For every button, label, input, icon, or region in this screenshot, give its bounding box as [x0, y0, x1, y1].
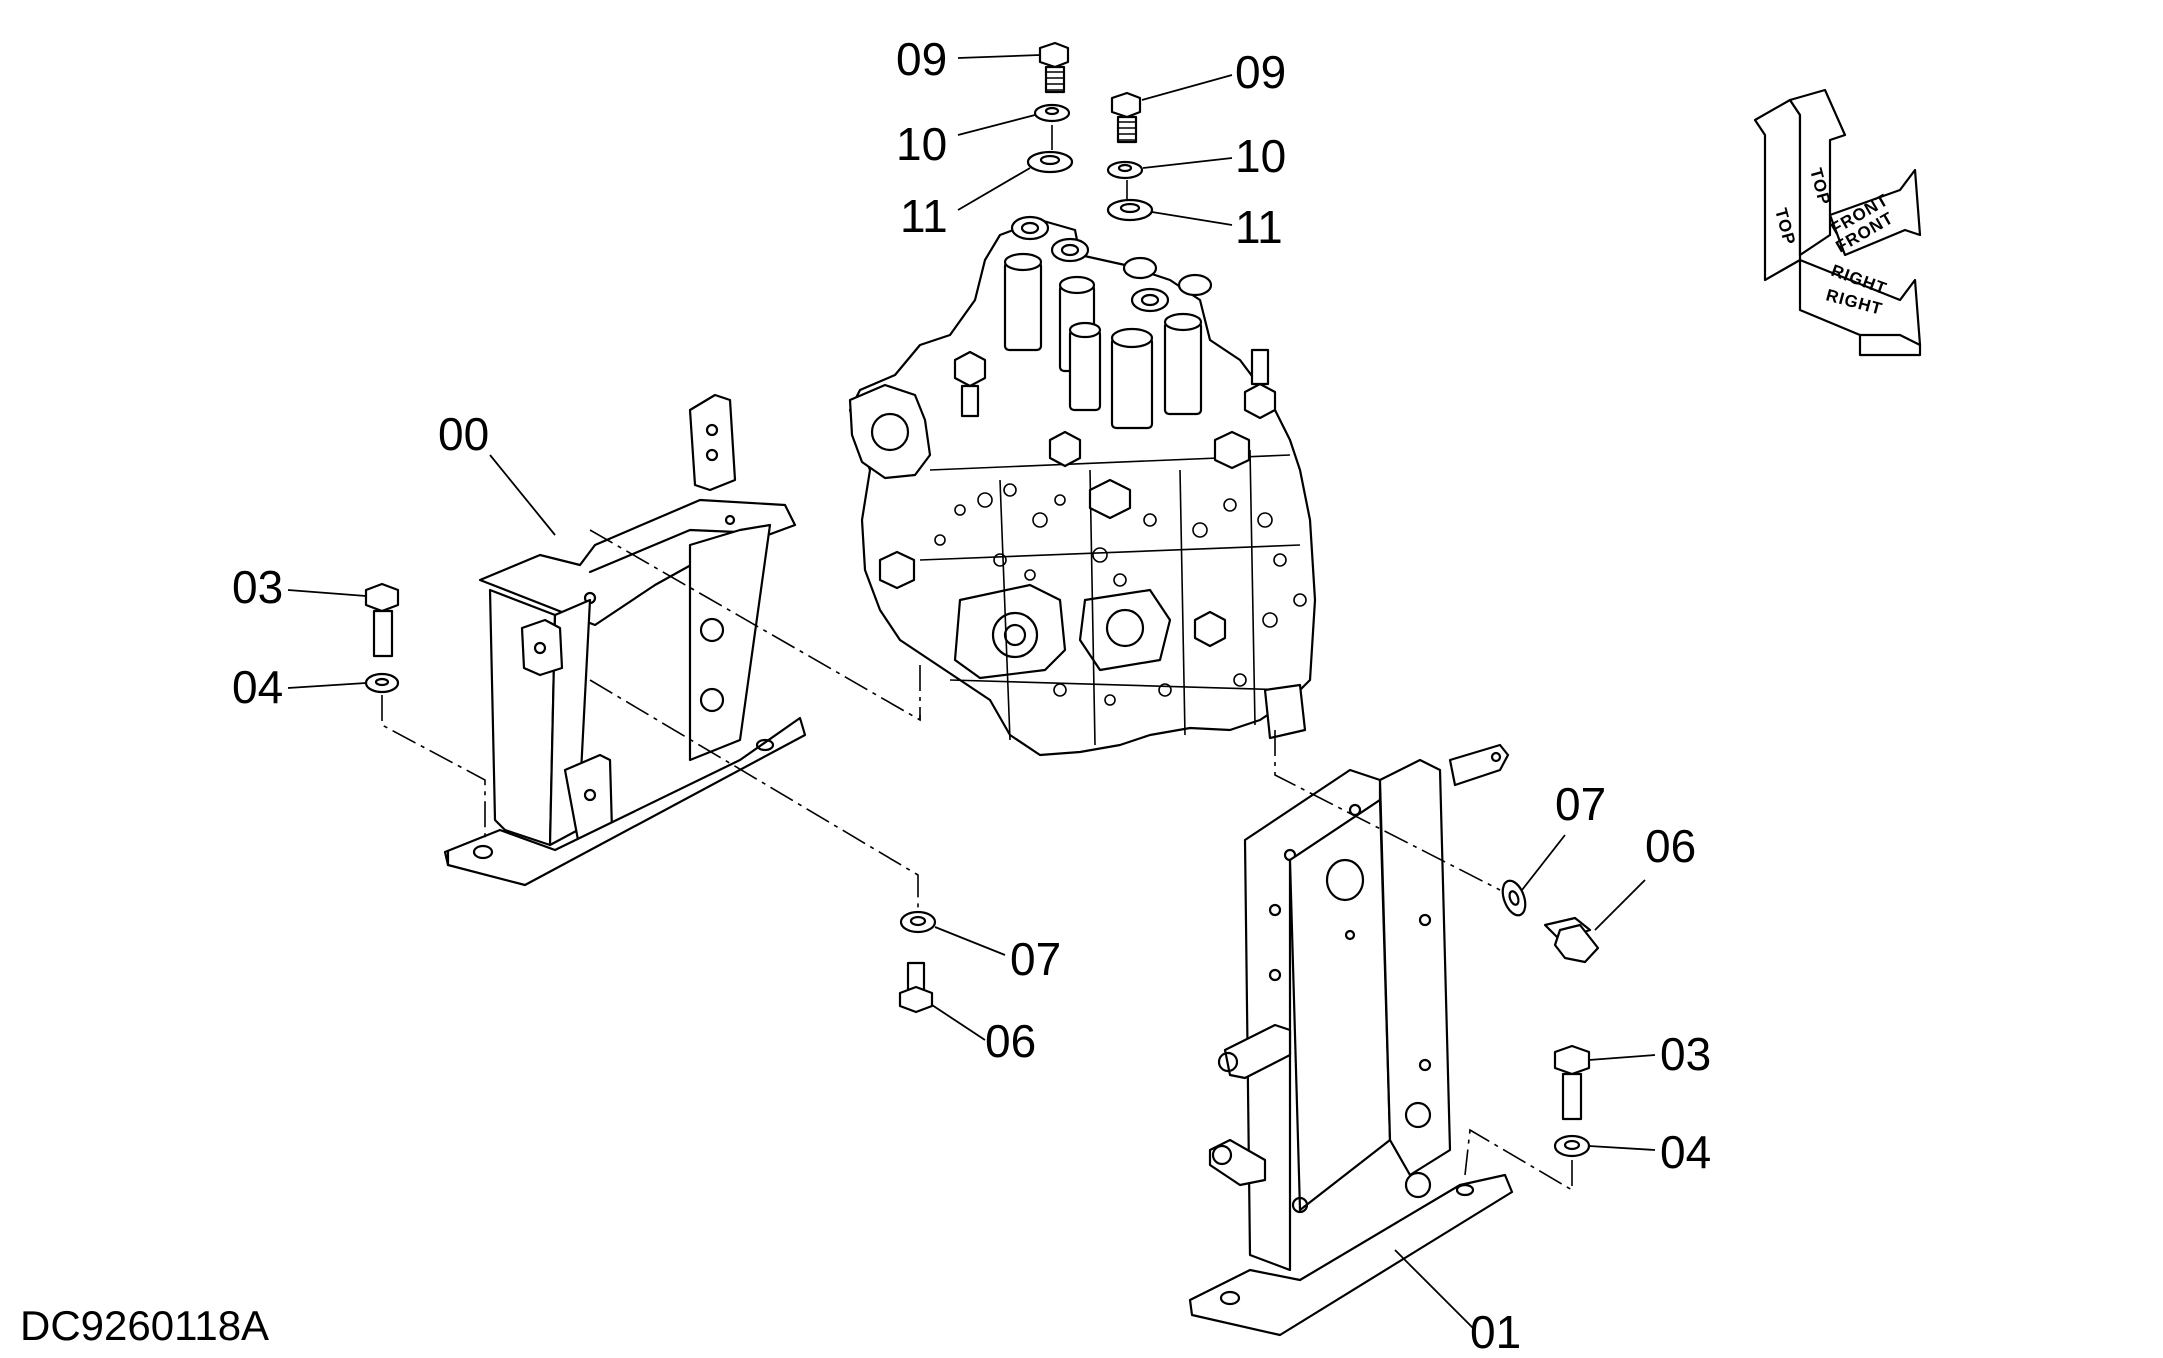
callout-04-right: 04: [1660, 1126, 1711, 1178]
callout-07-lower: 07: [1010, 933, 1061, 985]
washer-11-right: [1106, 198, 1154, 222]
bolt-06-right: [1543, 916, 1600, 964]
washer-04-left: [364, 672, 400, 694]
leader-lines: [287, 54, 1656, 1331]
callout-11-left: 11: [900, 190, 948, 242]
washer-07-lower: [899, 910, 937, 934]
callout-09-left: 09: [896, 33, 947, 85]
callout-06-right: 06: [1645, 820, 1696, 872]
spring-washer-10-right: [1106, 160, 1144, 180]
drawing-code: DC9260118A: [20, 1302, 269, 1349]
bracket-00-left: [443, 393, 807, 887]
callout-04-left: 04: [232, 661, 283, 713]
control-valve-assembly: [848, 215, 1317, 757]
orientation-indicator: TOP TOP FRONT FRONT RIGHT RIGHT: [1753, 88, 1922, 357]
bolt-03-right: [1553, 1044, 1591, 1121]
top-arrow-left-icon: [1753, 98, 1802, 282]
bolt-09-left: [1038, 41, 1070, 94]
washer-07-right: [1501, 879, 1527, 917]
callout-03-left: 03: [232, 561, 283, 613]
bracket-01-right: [1188, 743, 1514, 1337]
top-arrow-right-icon: [1788, 88, 1847, 257]
callout-10-right: 10: [1235, 130, 1286, 182]
right-arrow-icon: [1798, 258, 1922, 347]
assembly-centerlines: [381, 125, 1573, 1192]
callout-07-right: 07: [1555, 778, 1606, 830]
bolt-06-lower: [898, 961, 934, 1014]
callout-00: 00: [438, 408, 489, 460]
callout-03-right: 03: [1660, 1028, 1711, 1080]
bolt-03-left: [364, 582, 400, 658]
bolt-09-right: [1110, 91, 1142, 144]
front-arrow-icon: [1828, 168, 1922, 257]
callout-06-lower: 06: [985, 1015, 1036, 1067]
washer-11-left: [1026, 150, 1074, 174]
callout-01: 01: [1470, 1306, 1521, 1358]
callout-09-right: 09: [1235, 46, 1286, 98]
spring-washer-10-left: [1033, 103, 1071, 123]
washer-04-right: [1553, 1134, 1591, 1158]
callout-10-left: 10: [896, 118, 947, 170]
callout-11-right: 11: [1235, 201, 1283, 253]
callout-labels: 09 09 10 10 11 11 00 03 04 07 06 07 06 0…: [232, 33, 1711, 1358]
